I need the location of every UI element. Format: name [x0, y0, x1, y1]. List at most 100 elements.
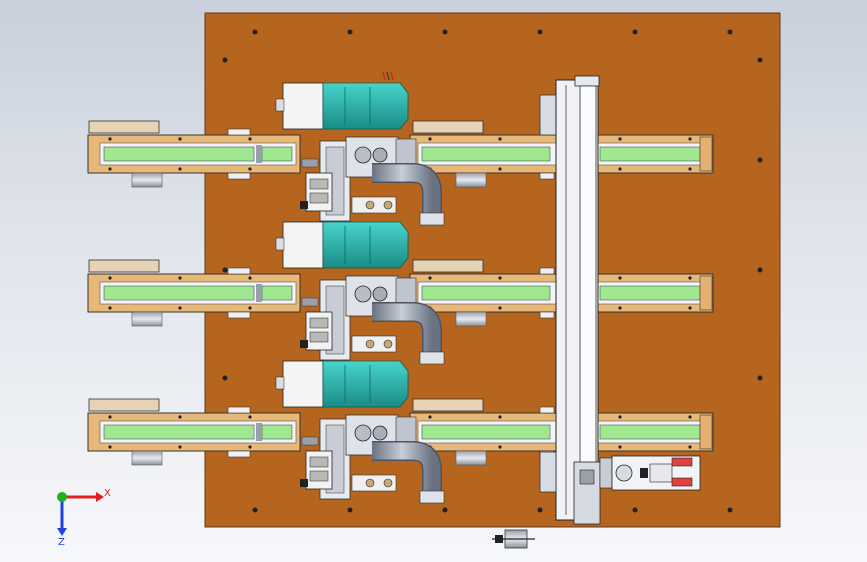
gantry-end-cap-top: [574, 75, 600, 87]
belt-joint: [256, 284, 262, 302]
valve-fitting: [300, 340, 308, 348]
bolt-hole: [632, 29, 638, 35]
gear: [372, 147, 388, 163]
rail-screw: [688, 276, 692, 280]
rail-screw: [618, 415, 622, 419]
rail-screw: [498, 276, 502, 280]
rail-screw: [248, 415, 252, 419]
bolt-hole: [252, 29, 258, 35]
motor-body: [322, 82, 409, 130]
left-roller: [131, 311, 163, 327]
rail-screw: [108, 167, 112, 171]
gantry-mount-bracket-top: [539, 94, 557, 136]
rail-screw: [498, 445, 502, 449]
axis-x-label: X: [104, 488, 111, 499]
gear: [372, 286, 388, 302]
gear: [354, 146, 372, 164]
clamp-bolt: [383, 339, 393, 349]
belt-joint: [256, 145, 262, 163]
bolt-hole: [757, 375, 763, 381]
cable-glands: [382, 71, 394, 81]
right-roller: [455, 172, 487, 188]
right-roller: [455, 450, 487, 466]
rail-screw: [248, 167, 252, 171]
clamp-bolt: [365, 478, 375, 488]
bottom-fitting: [492, 529, 535, 549]
bolt-hole: [727, 507, 733, 513]
bracket: [539, 172, 555, 180]
right-end-stop: [699, 414, 713, 450]
rail-screw: [688, 137, 692, 141]
gear: [354, 424, 372, 442]
bolt-hole: [252, 507, 258, 513]
guide: [301, 297, 319, 307]
right-end-stop: [699, 136, 713, 172]
bolt-hole: [757, 157, 763, 163]
hose-nozzle: [419, 212, 445, 226]
right-end-stop: [699, 275, 713, 311]
valve-fitting: [300, 201, 308, 209]
rail-screw: [108, 415, 112, 419]
hose-nozzle: [419, 351, 445, 365]
bolt-hole: [347, 29, 353, 35]
motor-connector: [275, 98, 285, 112]
motor-end-cap: [282, 360, 324, 408]
left-feed-box: [88, 259, 160, 273]
gantry-linear-axis[interactable]: [539, 75, 613, 525]
left-roller: [131, 172, 163, 188]
right-roller: [455, 311, 487, 327]
valve-coil: [309, 317, 329, 329]
left-belt-end: [261, 285, 293, 301]
rail-screw: [178, 167, 182, 171]
bolt-hole: [442, 29, 448, 35]
bolt-hole: [222, 375, 228, 381]
bolt-hole: [632, 507, 638, 513]
rail-screw: [248, 137, 252, 141]
bolt-hole: [757, 267, 763, 273]
mid-feed-box: [412, 120, 484, 134]
right-belt-a: [421, 424, 551, 440]
rail-screw: [498, 415, 502, 419]
valve-coil: [309, 331, 329, 343]
rail-screw: [428, 276, 432, 280]
bracket: [539, 267, 555, 275]
rail-screw: [498, 306, 502, 310]
hose: [372, 303, 441, 360]
bolt-hole: [442, 507, 448, 513]
bracket: [539, 406, 555, 414]
rail-screw: [618, 276, 622, 280]
motor-connector: [275, 376, 285, 390]
valve-block: [305, 311, 333, 351]
rail-screw: [178, 445, 182, 449]
valve-coil: [309, 178, 329, 190]
left-belt: [103, 424, 255, 440]
rail-screw: [178, 415, 182, 419]
valve-coil: [309, 192, 329, 204]
right-belt-b: [599, 424, 701, 440]
rail-screw: [688, 306, 692, 310]
belt-joint: [256, 423, 262, 441]
rail-screw: [688, 445, 692, 449]
guide: [301, 158, 319, 168]
left-belt: [103, 285, 255, 301]
rail-screw: [618, 137, 622, 141]
bolt-hole: [757, 57, 763, 63]
axis-z-label: Z: [58, 537, 65, 548]
clamp-bolt: [383, 200, 393, 210]
left-belt-end: [261, 424, 293, 440]
bolt-hole: [347, 507, 353, 513]
right-belt-b: [599, 285, 701, 301]
clamp-bolt: [365, 339, 375, 349]
valve-coil: [309, 456, 329, 468]
bolt-hole: [537, 29, 543, 35]
rail-screw: [248, 276, 252, 280]
bracket: [227, 311, 251, 319]
rail-screw: [428, 415, 432, 419]
motor-body: [322, 221, 409, 269]
end-station-cylinder[interactable]: [611, 455, 701, 491]
gear: [372, 425, 388, 441]
motor-body: [322, 360, 409, 408]
rail-screw: [108, 276, 112, 280]
left-roller: [131, 450, 163, 466]
